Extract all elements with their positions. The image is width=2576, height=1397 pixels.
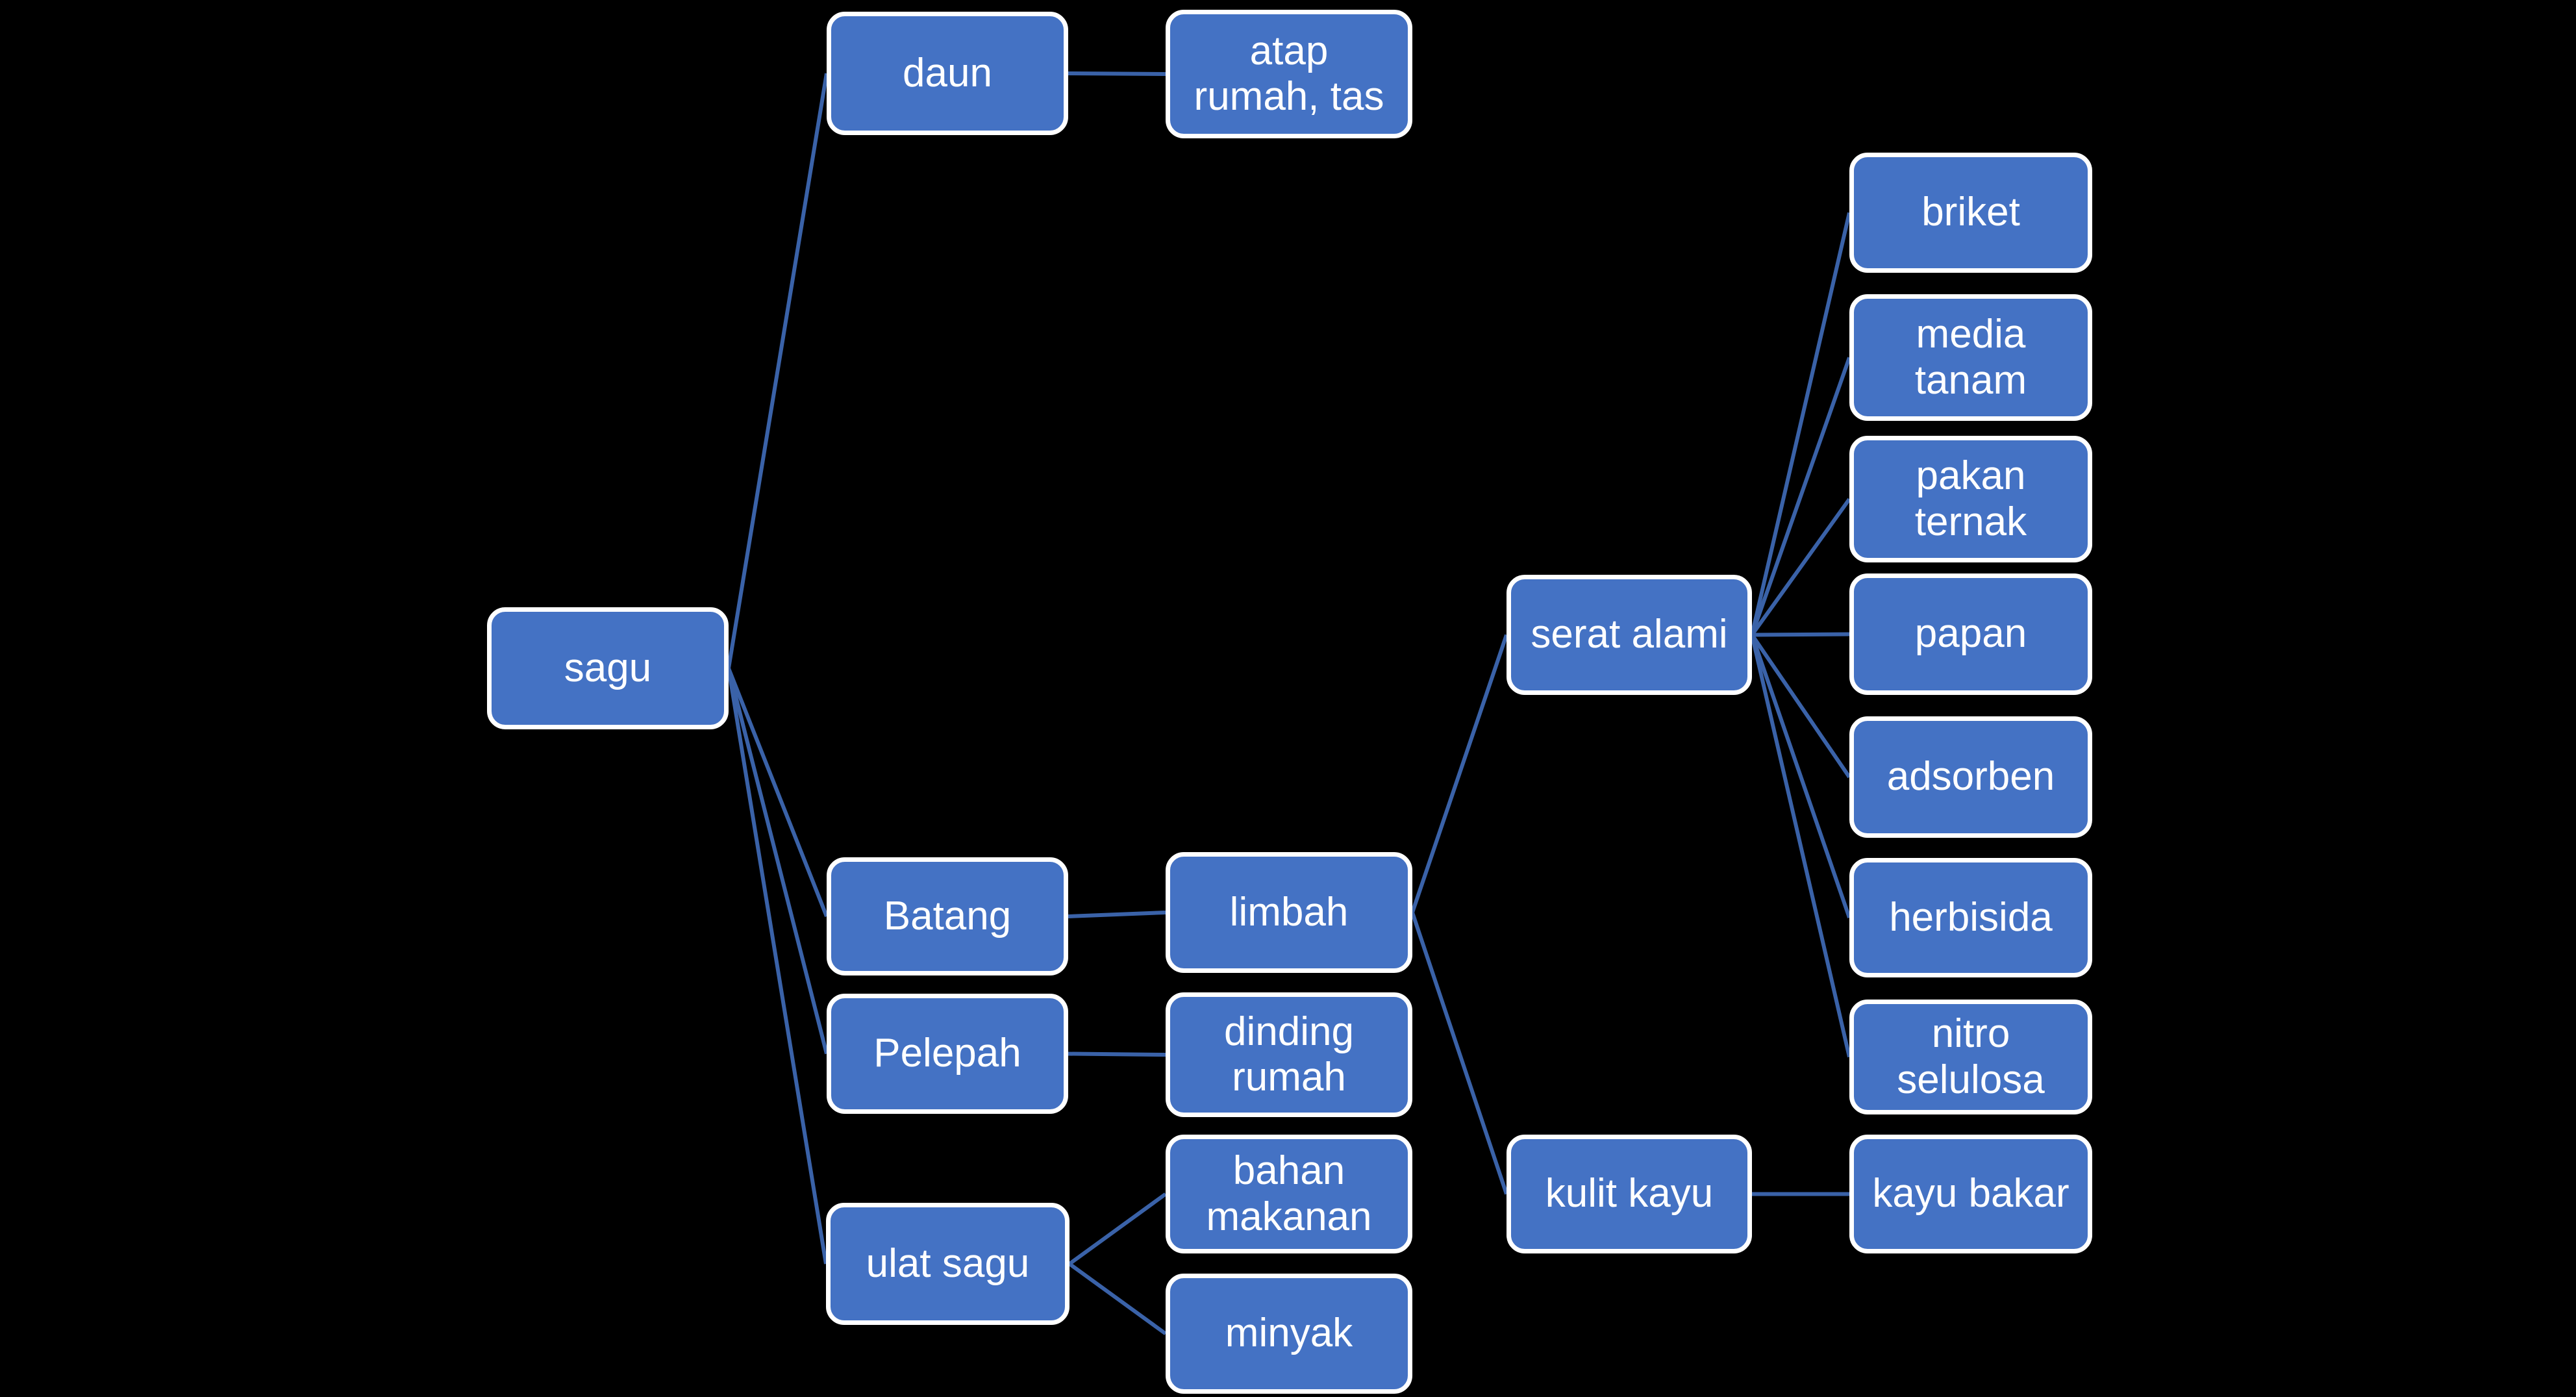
node-kayu-bakar: kayu bakar <box>1849 1135 2092 1253</box>
edge-sagu-ulat-sagu <box>727 668 828 1265</box>
node-label-herbisida: herbisida <box>1889 894 2053 940</box>
edge-limbah-serat-alami <box>1410 634 1508 913</box>
node-label-bahan-makanan: bahan makanan <box>1206 1148 1372 1239</box>
node-herbisida: herbisida <box>1849 858 2092 977</box>
node-label-adsorben: adsorben <box>1886 754 2055 799</box>
node-adsorben: adsorben <box>1849 716 2092 838</box>
edge-sagu-daun <box>727 73 829 669</box>
node-pelepah: Pelepah <box>827 994 1068 1114</box>
edge-serat-alami-herbisida <box>1750 634 1851 918</box>
edge-serat-alami-media-tanam <box>1750 357 1851 636</box>
node-label-nitro-selulosa: nitro selulosa <box>1897 1011 2045 1102</box>
node-label-daun: daun <box>903 50 992 95</box>
node-label-briket: briket <box>1921 190 2020 235</box>
node-label-batang: Batang <box>883 893 1012 938</box>
node-ulat-sagu: ulat sagu <box>826 1203 1069 1325</box>
node-label-pakan-ternak: pakan ternak <box>1914 453 2027 544</box>
node-briket: briket <box>1849 153 2092 273</box>
node-label-kayu-bakar: kayu bakar <box>1872 1171 2070 1216</box>
node-label-pelepah: Pelepah <box>873 1031 1021 1076</box>
edge-ulat-sagu-minyak <box>1068 1262 1167 1335</box>
edge-sagu-pelepah <box>727 668 829 1055</box>
edge-serat-alami-pakan-ternak <box>1750 497 1851 636</box>
node-dinding-rumah: dinding rumah <box>1166 992 1412 1117</box>
node-sagu: sagu <box>487 607 729 729</box>
node-daun: daun <box>827 12 1068 135</box>
node-label-ulat-sagu: ulat sagu <box>866 1240 1030 1286</box>
node-bahan-makanan: bahan makanan <box>1166 1135 1412 1253</box>
edge-serat-alami-adsorben <box>1750 633 1851 779</box>
node-label-atap-rumah-tas: atap rumah, tas <box>1194 28 1384 119</box>
node-batang: Batang <box>827 857 1068 975</box>
edge-sagu-batang <box>727 667 829 918</box>
node-label-papan: papan <box>1914 611 2027 657</box>
node-label-limbah: limbah <box>1229 889 1349 935</box>
node-label-sagu: sagu <box>564 645 652 690</box>
node-nitro-selulosa: nitro selulosa <box>1849 1000 2092 1114</box>
node-limbah: limbah <box>1166 852 1412 973</box>
node-papan: papan <box>1849 573 2092 695</box>
node-pakan-ternak: pakan ternak <box>1849 436 2092 562</box>
node-label-media-tanam: media tanam <box>1914 312 2027 403</box>
edge-serat-alami-nitro-selulosa <box>1750 634 1851 1058</box>
node-minyak: minyak <box>1166 1274 1412 1394</box>
node-label-serat-alami: serat alami <box>1531 612 1728 657</box>
node-label-minyak: minyak <box>1225 1311 1353 1356</box>
edge-batang-limbah <box>1068 911 1166 918</box>
edge-serat-alami-briket <box>1750 212 1851 636</box>
node-atap-rumah-tas: atap rumah, tas <box>1166 10 1412 138</box>
node-serat-alami: serat alami <box>1507 575 1752 695</box>
edge-limbah-kulit-kayu <box>1410 912 1508 1195</box>
node-label-dinding-rumah: dinding rumah <box>1224 1009 1354 1100</box>
node-kulit-kayu: kulit kayu <box>1507 1135 1752 1253</box>
node-media-tanam: media tanam <box>1849 294 2092 421</box>
edge-pelepah-dinding-rumah <box>1068 1051 1166 1057</box>
edge-daun-atap-rumah-tas <box>1068 71 1166 76</box>
node-label-kulit-kayu: kulit kayu <box>1545 1171 1714 1216</box>
edge-ulat-sagu-bahan-makanan <box>1068 1192 1167 1266</box>
